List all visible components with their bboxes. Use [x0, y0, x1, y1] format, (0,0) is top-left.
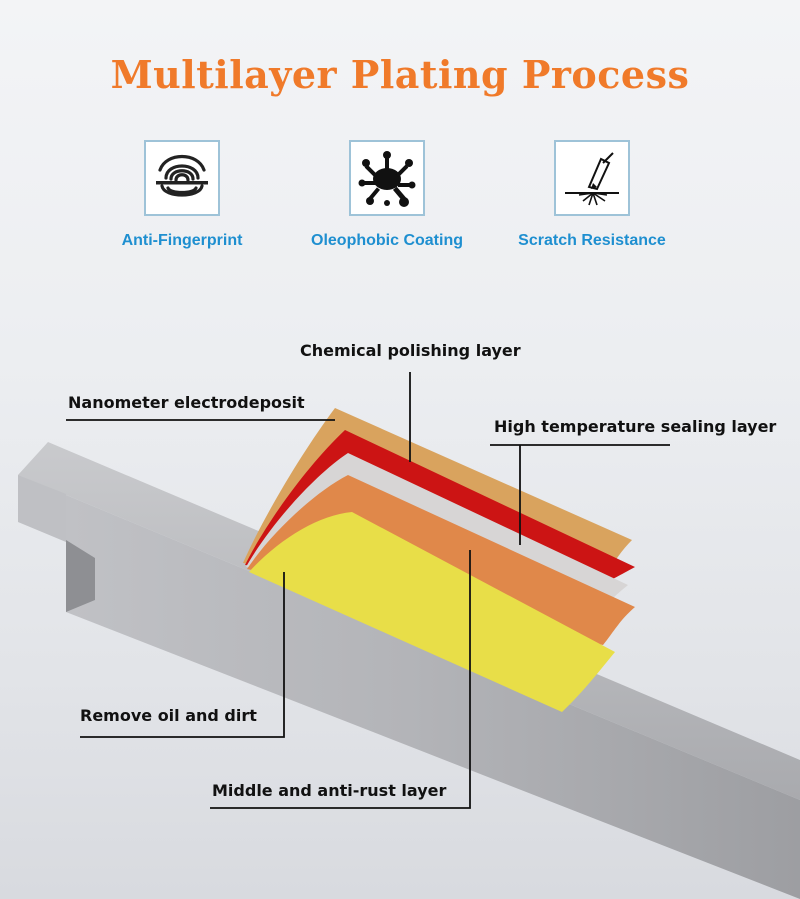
callout-lines: [66, 372, 670, 809]
feature-oleophobic: Oleophobic Coating: [282, 140, 492, 250]
layer-degrease: [249, 512, 615, 712]
callout-high-temperature-sealing: High temperature sealing layer: [494, 417, 777, 436]
feature-label: Anti-Fingerprint: [121, 232, 243, 249]
page-title: Multilayer Plating Process: [110, 52, 690, 97]
scratch-icon: [554, 140, 630, 216]
callout-nanometer-electrodeposit: Nanometer electrodeposit: [68, 393, 305, 412]
fingerprint-icon: [144, 140, 220, 216]
plating-layers: [243, 408, 635, 712]
feature-label: Oleophobic Coating: [311, 232, 463, 249]
feature-anti-fingerprint: Anti-Fingerprint: [77, 140, 287, 250]
feature-scratch-resistance: Scratch Resistance: [487, 140, 697, 250]
oil-splash-icon: [349, 140, 425, 216]
callout-remove-oil: Remove oil and dirt: [80, 706, 257, 725]
feature-label: Scratch Resistance: [518, 232, 666, 249]
callout-chemical-polishing: Chemical polishing layer: [300, 341, 521, 360]
callout-middle-anti-rust: Middle and anti-rust layer: [212, 781, 447, 800]
